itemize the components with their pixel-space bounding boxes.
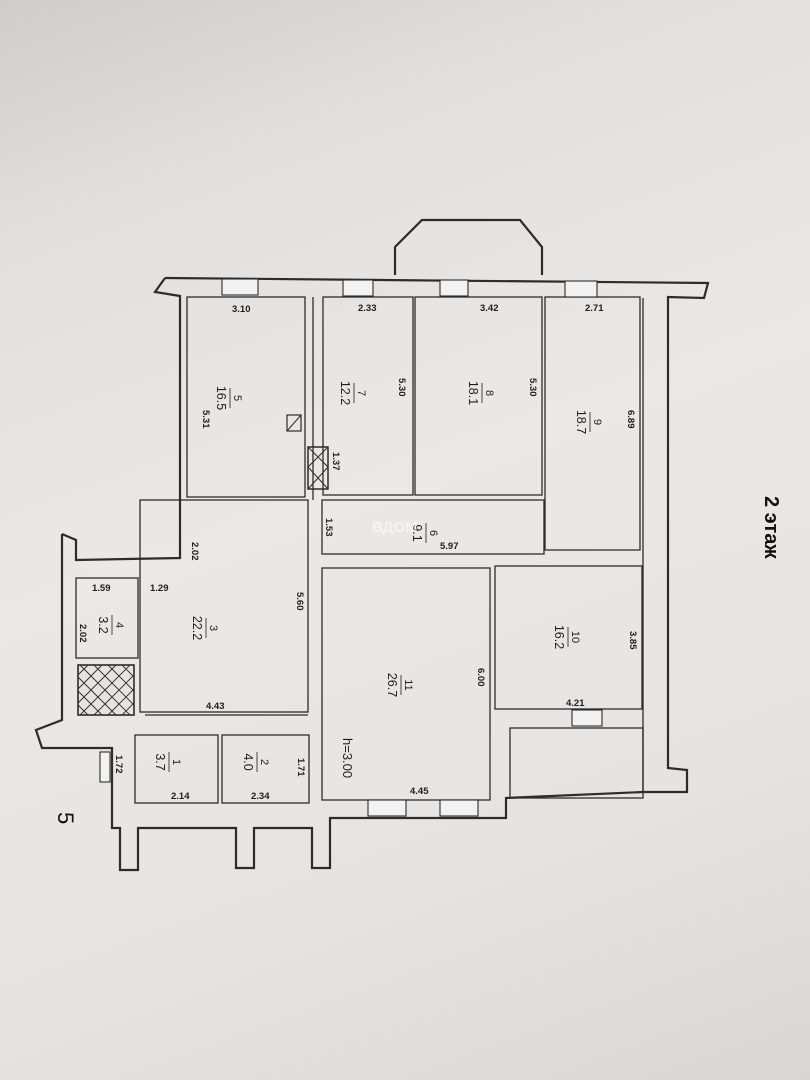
svg-text:5: 5 [231, 395, 243, 401]
dim-label: 1.72 [113, 755, 124, 774]
svg-text:6: 6 [427, 530, 439, 536]
dim-label: 1.53 [323, 518, 334, 537]
svg-text:16.2: 16.2 [552, 625, 566, 649]
dim-label: 3.42 [480, 303, 499, 314]
dim-label: 1.29 [150, 583, 169, 594]
dim-label: 1.37 [330, 452, 341, 471]
dim-label: 6.00 [475, 668, 486, 687]
svg-text:7: 7 [355, 390, 367, 396]
dim-label: 4.43 [206, 701, 225, 712]
ceiling-height-label: h=3.00 [340, 738, 355, 778]
room-2-label: 2 4.0 [241, 752, 270, 772]
svg-text:4.0: 4.0 [241, 753, 255, 770]
room-5-label: 5 16.5 [214, 386, 243, 410]
floor-label: 2 этаж [760, 496, 782, 559]
dim-label: 2.14 [171, 791, 190, 802]
svg-text:4: 4 [113, 622, 125, 628]
room-9-label: 9 18.7 [574, 410, 603, 434]
dim-label: 1.71 [295, 758, 306, 777]
dim-label: 5.97 [440, 541, 459, 552]
svg-text:1: 1 [170, 759, 182, 765]
svg-text:3.2: 3.2 [96, 616, 110, 633]
section-label: 5 [53, 812, 78, 824]
svg-text:3: 3 [207, 625, 219, 631]
watermark: ВДОМ [372, 519, 417, 536]
dim-label: 5.31 [200, 410, 211, 429]
svg-text:18.1: 18.1 [466, 381, 480, 405]
dim-label: 2.71 [585, 303, 604, 314]
svg-text:9: 9 [591, 419, 603, 425]
svg-text:8: 8 [483, 390, 495, 396]
room-8-label: 8 18.1 [466, 381, 495, 405]
dim-label: 4.21 [566, 698, 585, 709]
svg-text:12.2: 12.2 [338, 381, 352, 405]
room-labels: 5 16.5 7 12.2 8 18.1 9 18.7 6 9.1 3 22.2 [96, 381, 603, 772]
svg-text:18.7: 18.7 [574, 410, 588, 434]
svg-text:10: 10 [569, 631, 581, 643]
dim-label: 2.33 [358, 303, 377, 314]
shafts [77, 414, 329, 716]
room-11-label: 11 26.7 [385, 673, 414, 697]
room-3-label: 3 22.2 [190, 616, 219, 640]
svg-text:3.7: 3.7 [153, 753, 167, 770]
room-1-label: 1 3.7 [153, 752, 182, 772]
dim-label: 5.30 [396, 378, 407, 397]
outer-walls [34, 218, 710, 872]
svg-text:22.2: 22.2 [190, 616, 204, 640]
room-4-label: 4 3.2 [96, 615, 125, 635]
dim-label: 2.34 [251, 791, 270, 802]
dim-label: 4.45 [410, 786, 429, 797]
svg-text:16.5: 16.5 [214, 386, 228, 410]
room-6-label: 6 9.1 [410, 523, 439, 543]
dim-label: 3.10 [232, 304, 251, 315]
svg-text:11: 11 [402, 679, 414, 690]
dim-label: 5.30 [527, 378, 538, 397]
dim-label: 3.85 [627, 631, 638, 650]
interior-walls [75, 296, 644, 804]
dim-label: 2.02 [189, 542, 200, 561]
svg-text:2: 2 [258, 759, 270, 765]
room-10-label: 10 16.2 [552, 625, 581, 649]
dim-label: 2.02 [77, 624, 88, 643]
dim-label: 1.59 [92, 583, 111, 594]
room-7-label: 7 12.2 [338, 381, 367, 405]
windows [99, 278, 603, 817]
dimension-labels: 3.10 5.31 2.33 5.30 3.42 5.30 2.71 6.89 … [77, 303, 638, 802]
dim-label: 5.60 [294, 592, 305, 611]
svg-text:9.1: 9.1 [410, 524, 424, 541]
dim-label: 6.89 [625, 410, 636, 429]
svg-text:26.7: 26.7 [385, 673, 399, 697]
